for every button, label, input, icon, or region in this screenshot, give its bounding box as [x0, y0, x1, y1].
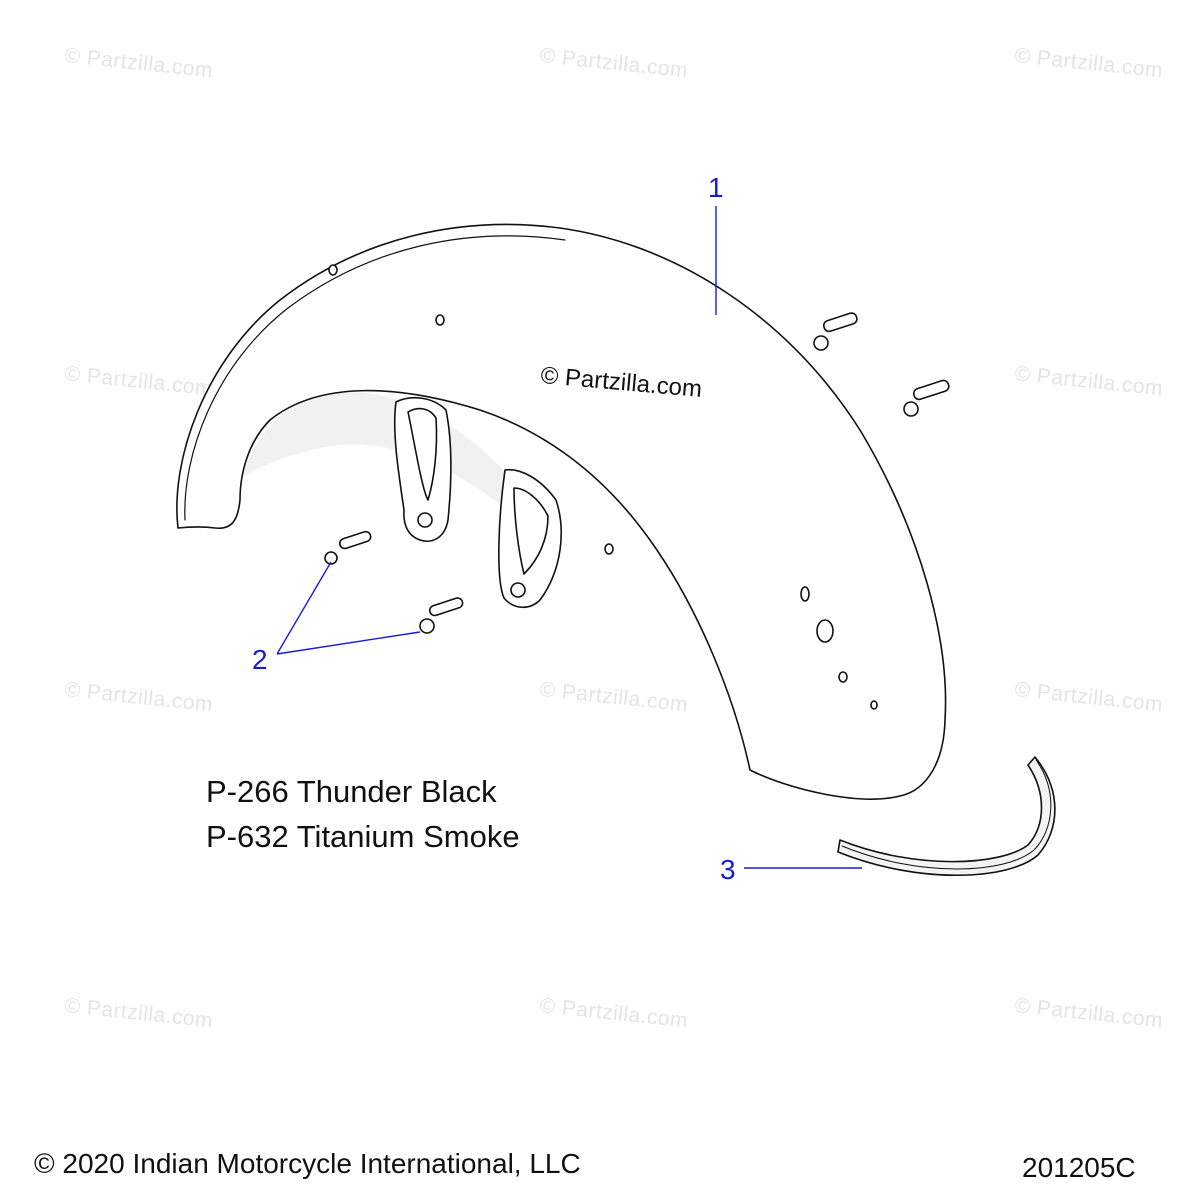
fender-trim-strip	[837, 756, 1056, 877]
bolt-right-a	[813, 312, 858, 351]
leader-line-2b	[276, 631, 421, 655]
color-note-titanium-smoke: P-632 Titanium Smoke	[206, 819, 520, 854]
leader-line-2a	[276, 561, 332, 655]
copyright-notice: © 2020 Indian Motorcycle International, …	[34, 1148, 581, 1179]
fender-shell	[176, 223, 947, 800]
callout-part-1: 1	[708, 172, 724, 203]
color-note-thunder-black: P-266 Thunder Black	[206, 774, 497, 809]
callout-part-3: 3	[720, 854, 736, 885]
callout-part-2: 2	[252, 644, 268, 675]
bolt-upper-b	[419, 597, 464, 634]
fender-underside	[240, 392, 520, 520]
bolt-upper-a	[324, 530, 372, 565]
diagram-id: 201205C	[1022, 1152, 1136, 1183]
bolt-right-b	[903, 379, 950, 417]
